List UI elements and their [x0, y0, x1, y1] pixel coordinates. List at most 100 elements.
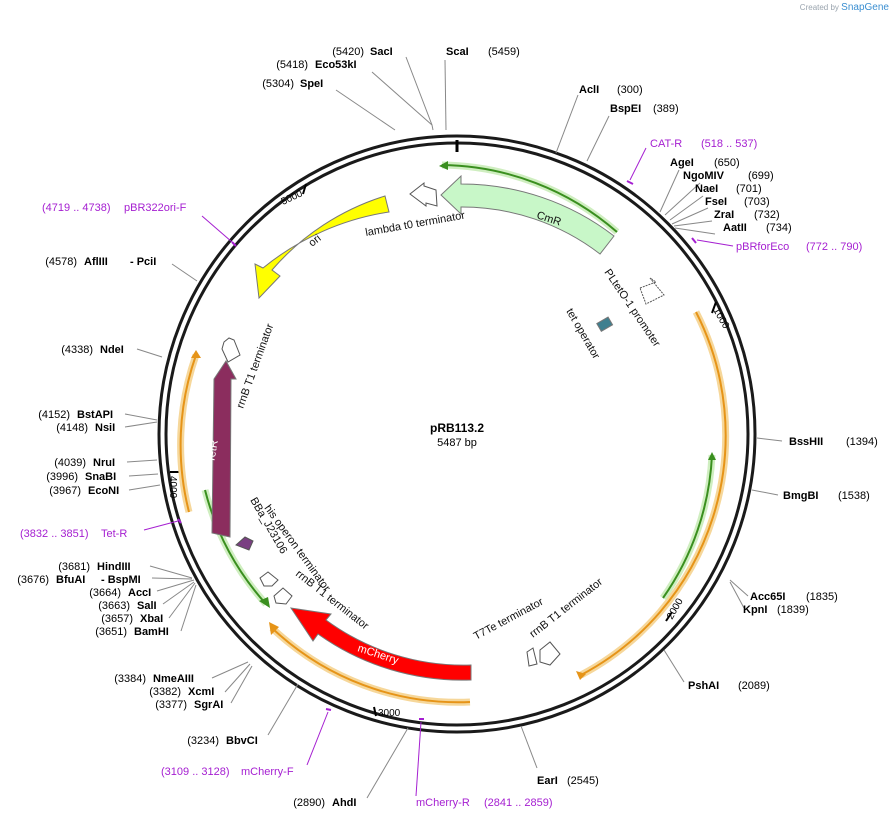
- ecoNI-name: EcoNI: [88, 485, 119, 497]
- zraI-name: ZraI: [714, 209, 734, 221]
- earI-name: EarI: [537, 775, 558, 787]
- leader-lines: [124, 56, 783, 799]
- primer-markers: [177, 180, 697, 720]
- fseI-pos: (703): [744, 196, 770, 208]
- mcherry-r-name: mCherry-R: [416, 797, 470, 809]
- hindIII-pos: (3681): [58, 561, 90, 573]
- ahdI-name: AhdI: [332, 797, 356, 809]
- pbrforeco-name: pBRforEco: [736, 241, 789, 253]
- sgrAI-name: SgrAI: [194, 699, 223, 711]
- salI-name: SalI: [137, 600, 157, 612]
- speI-name: SpeI: [300, 78, 323, 90]
- nsiI-pos: (4148): [56, 422, 88, 434]
- tick-label-3000: 3000: [378, 708, 401, 719]
- eco53kI-name: Eco53kI: [315, 59, 357, 71]
- cmr-feature[interactable]: [440, 174, 615, 255]
- nmeAIII-name: NmeAIII: [153, 673, 194, 685]
- mcherry-feature[interactable]: [289, 607, 472, 681]
- pshAI-pos: (2089): [738, 680, 770, 692]
- tet-r-range: (3832 .. 3851): [20, 528, 89, 540]
- nruI-name: NruI: [93, 457, 115, 469]
- naeI-name: NaeI: [695, 183, 718, 195]
- acc65I-name: Acc65I: [750, 591, 785, 603]
- tet-operator[interactable]: [596, 316, 614, 333]
- mcherry-f-name: mCherry-F: [241, 766, 294, 778]
- accI-pos: (3664): [89, 587, 121, 599]
- scaI-name: ScaI: [446, 46, 469, 58]
- plasmid-length: 5487 bp: [437, 437, 477, 449]
- scaI-pos: (5459): [488, 46, 520, 58]
- pbr322ori-f-name: pBR322ori-F: [124, 202, 187, 214]
- rrnb-t1-terminator-2[interactable]: [273, 587, 293, 605]
- aclI-name: AclI: [579, 84, 599, 96]
- backbone: [157, 134, 757, 734]
- speI-pos: (5304): [262, 78, 294, 90]
- plasmid-name: pRB113.2: [430, 421, 484, 435]
- eco53kI-pos: (5418): [276, 59, 308, 71]
- bbvCI-pos: (3234): [187, 735, 219, 747]
- tet-r-name: Tet-R: [101, 528, 127, 540]
- pltet-label: PLtetO-1 promoter: [602, 267, 663, 350]
- his-operon-terminator[interactable]: [259, 571, 279, 587]
- bstAPI-pos: (4152): [38, 409, 70, 421]
- pbr322ori-f-range: (4719 .. 4738): [42, 202, 111, 214]
- pltet-promoter[interactable]: [639, 277, 665, 305]
- bspMI-name: - BspMI: [101, 574, 141, 586]
- bmgBI-pos: (1538): [838, 490, 870, 502]
- snaBI-pos: (3996): [46, 471, 78, 483]
- earI-pos: (2545): [567, 775, 599, 787]
- xbaI-name: XbaI: [140, 613, 163, 625]
- bamHI-pos: (3651): [95, 626, 127, 638]
- bstAPI-name: BstAPI: [77, 409, 113, 421]
- ori-feature[interactable]: [254, 195, 390, 300]
- bssHII-name: BssHII: [789, 436, 823, 448]
- primer-labels: CAT-R (518 .. 537) pBRforEco (772 .. 790…: [20, 138, 862, 809]
- ageI-name: AgeI: [670, 157, 694, 169]
- nmeAIII-pos: (3384): [114, 673, 146, 685]
- tick-label-4000: 4000: [167, 476, 178, 499]
- watermark-prefix: Created by: [799, 3, 839, 12]
- cat-r-name: CAT-R: [650, 138, 682, 150]
- primer-leaders: [143, 147, 734, 797]
- pciI-name: - PciI: [130, 256, 156, 268]
- rrnb1-label: rrnB T1 terminator: [235, 322, 277, 410]
- aatII-name: AatII: [723, 222, 747, 234]
- bba-promoter[interactable]: [235, 536, 254, 551]
- nsiI-name: NsiI: [95, 422, 115, 434]
- ngoMIV-name: NgoMIV: [683, 170, 725, 182]
- orf-arcs: [177, 161, 730, 706]
- rrnb-t1-terminator-1[interactable]: [221, 337, 241, 363]
- rrnb-t1-terminator-3[interactable]: [539, 641, 561, 666]
- pshAI-name: PshAI: [688, 680, 719, 692]
- site-labels: (5420) SacI (5418) Eco53kI (5304) SpeI S…: [17, 46, 878, 809]
- bfuAI-name: BfuAI: [56, 574, 85, 586]
- ndeI-pos: (4338): [61, 344, 93, 356]
- snapgene-logo: SnapGene: [841, 2, 889, 13]
- bamHI-name: BamHI: [134, 626, 169, 638]
- nruI-pos: (4039): [54, 457, 86, 469]
- bfuAI-pos: (3676): [17, 574, 49, 586]
- naeI-pos: (701): [736, 183, 762, 195]
- bspEI-pos: (389): [653, 103, 679, 115]
- bssHII-pos: (1394): [846, 436, 878, 448]
- ori-label: ori: [306, 232, 323, 249]
- ngoMIV-pos: (699): [748, 170, 774, 182]
- tet-operator-label: tet operator: [563, 307, 602, 362]
- cat-r-range: (518 .. 537): [701, 138, 757, 150]
- accI-name: AccI: [128, 587, 151, 599]
- t7te-terminator[interactable]: [526, 647, 538, 667]
- aclI-pos: (300): [617, 84, 643, 96]
- zraI-pos: (732): [754, 209, 780, 221]
- aflIII-name: AflIII: [84, 256, 108, 268]
- xbaI-pos: (3657): [101, 613, 133, 625]
- bmgBI-name: BmgBI: [783, 490, 818, 502]
- ahdI-pos: (2890): [293, 797, 325, 809]
- snaBI-name: SnaBI: [85, 471, 116, 483]
- sacI-name: SacI: [370, 46, 393, 58]
- xcmI-pos: (3382): [149, 686, 181, 698]
- tetr-feature[interactable]: [211, 360, 237, 538]
- xcmI-name: XcmI: [188, 686, 214, 698]
- ndeI-name: NdeI: [100, 344, 124, 356]
- pbrforeco-range: (772 .. 790): [806, 241, 862, 253]
- lambda-t0-terminator[interactable]: [409, 181, 438, 207]
